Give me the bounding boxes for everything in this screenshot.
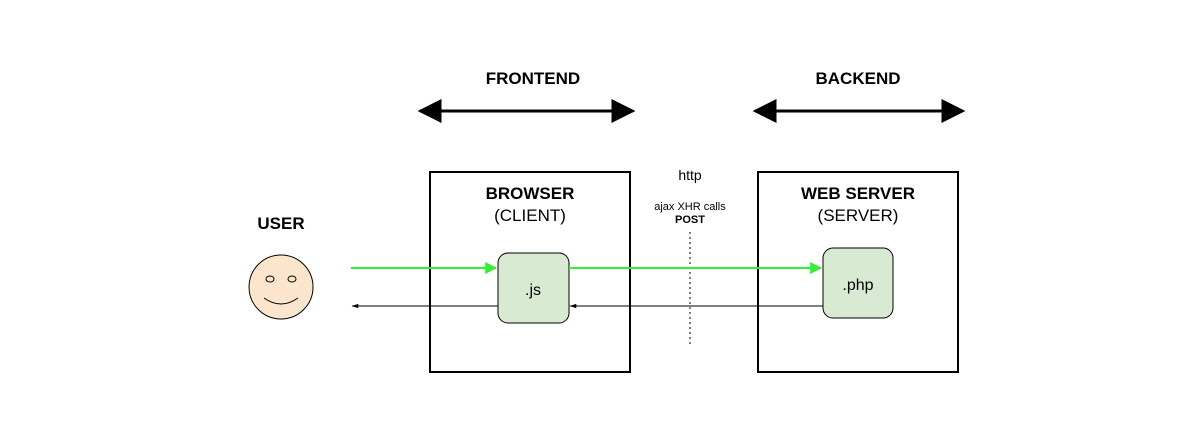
- frontend-label: FRONTEND: [486, 69, 580, 88]
- php-module-label: .php: [842, 277, 873, 294]
- browser-title: BROWSER: [486, 184, 575, 203]
- http-label: http: [678, 167, 702, 183]
- server-subtitle: (SERVER): [818, 206, 899, 225]
- user-label: USER: [257, 214, 304, 233]
- ajax-calls-label: ajax XHR calls: [654, 201, 726, 213]
- user-face-icon: [248, 254, 314, 320]
- post-method-label: POST: [675, 214, 705, 226]
- browser-subtitle: (CLIENT): [494, 206, 566, 225]
- php-module-box: [822, 247, 894, 319]
- browser-box: [429, 171, 631, 373]
- backend-label: BACKEND: [816, 69, 901, 88]
- js-module-box: [497, 252, 570, 324]
- js-module-label: .js: [525, 282, 541, 299]
- server-title: WEB SERVER: [801, 184, 915, 203]
- server-box: [757, 171, 959, 373]
